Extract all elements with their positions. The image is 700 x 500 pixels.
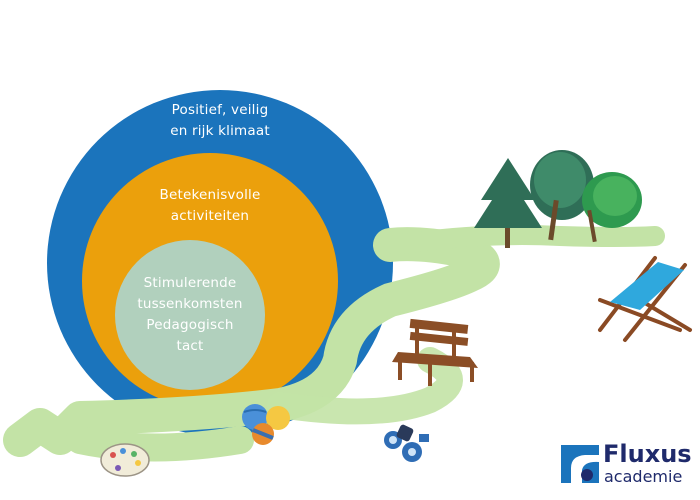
inner-label-line4: tact (176, 338, 204, 354)
logo-subtitle: academie (604, 467, 683, 486)
fluxus-logo-icon (561, 445, 599, 483)
outer-label-line1: Positief, veilig (171, 102, 269, 118)
outer-label-line2: en rijk klimaat (170, 123, 270, 139)
paint-palette-icon (100, 443, 150, 477)
inner-circle (115, 240, 265, 390)
middle-label-line1: Betekenisvolle (159, 187, 261, 203)
trees (474, 150, 642, 248)
bench-icon (392, 318, 478, 386)
inner-label-line3: Pedagogisch (146, 317, 234, 333)
middle-label-line2: activiteiten (170, 208, 250, 224)
outer-circle-label: Positief, veilig en rijk klimaat (120, 100, 320, 142)
balls-icon (242, 404, 290, 445)
inner-circle-label: Stimulerende tussenkomsten Pedagogisch t… (90, 273, 290, 357)
middle-circle-label: Betekenisvolle activiteiten (110, 185, 310, 227)
deck-chair-icon (598, 256, 692, 342)
inner-label-line2: tussenkomsten (137, 296, 243, 312)
binoculars-icon (384, 424, 429, 462)
logo-name: Fluxus (603, 440, 692, 468)
inner-label-line1: Stimulerende (143, 275, 237, 291)
